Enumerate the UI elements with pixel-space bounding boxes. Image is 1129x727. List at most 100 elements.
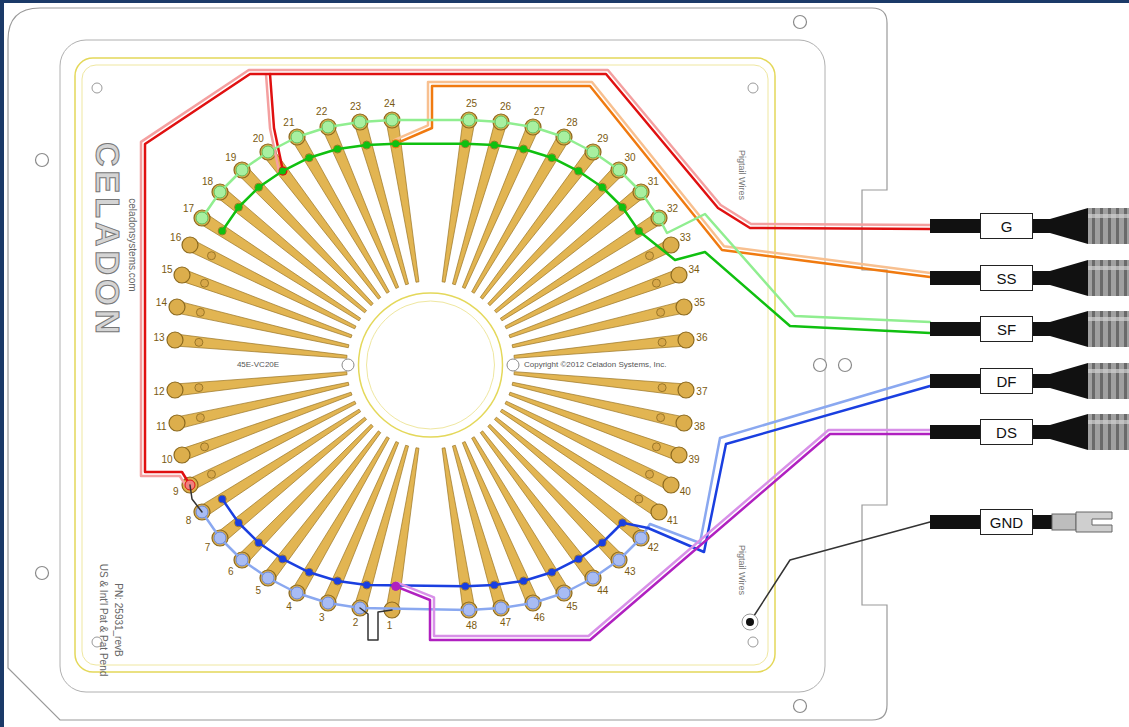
wire-dot bbox=[363, 142, 370, 149]
plug-ridge bbox=[1116, 414, 1119, 450]
pin-pad bbox=[169, 415, 185, 431]
pin-number: 18 bbox=[202, 177, 213, 187]
plug-group bbox=[930, 208, 1129, 532]
pin-pad bbox=[174, 447, 190, 463]
mount-hole bbox=[814, 359, 827, 372]
plug-ridge bbox=[1092, 414, 1095, 450]
cable bbox=[930, 219, 984, 233]
ground-point bbox=[746, 618, 754, 626]
wire-dot bbox=[635, 227, 642, 234]
plug-ridge bbox=[1124, 363, 1127, 399]
pin-pad bbox=[493, 114, 509, 130]
pin-pad bbox=[585, 144, 601, 160]
pin-number: 31 bbox=[648, 177, 659, 187]
pin-number: 47 bbox=[500, 618, 511, 628]
wire-dot bbox=[354, 116, 366, 128]
cable bbox=[930, 271, 984, 285]
wire-dot bbox=[520, 146, 527, 153]
pin-pad bbox=[167, 382, 183, 398]
wire-dot bbox=[255, 184, 262, 191]
pin-pad bbox=[676, 415, 692, 431]
wire-dot bbox=[635, 532, 647, 544]
inner-pad bbox=[646, 470, 654, 478]
pin-pad bbox=[585, 570, 601, 586]
pin-number: 17 bbox=[183, 204, 194, 214]
gold-trace bbox=[176, 382, 349, 429]
pin-pad bbox=[493, 600, 509, 616]
wire-dot bbox=[391, 582, 400, 591]
plug-body bbox=[1088, 414, 1129, 450]
pin-pad bbox=[651, 210, 667, 226]
wire-light bbox=[202, 376, 930, 610]
cable bbox=[1030, 322, 1052, 336]
plug-ridge bbox=[1100, 260, 1103, 296]
pin-pad bbox=[320, 595, 336, 611]
pin-number: 37 bbox=[696, 387, 707, 397]
inner-pad bbox=[196, 414, 204, 422]
pin-number: 41 bbox=[667, 516, 678, 526]
wire-dot bbox=[527, 121, 539, 133]
ground-wire bbox=[750, 522, 930, 622]
wire-dot bbox=[235, 204, 242, 211]
inner-pad bbox=[196, 308, 204, 316]
wire-group bbox=[141, 70, 931, 640]
plug-ridge bbox=[1108, 208, 1111, 244]
pin-number: 46 bbox=[534, 613, 545, 623]
pin-pad bbox=[556, 585, 572, 601]
plug-body bbox=[1088, 363, 1129, 399]
inner-pad bbox=[520, 145, 528, 153]
pin-pad bbox=[194, 210, 210, 226]
pin-number: 27 bbox=[534, 107, 545, 117]
pin-pad bbox=[663, 237, 679, 253]
inner-pad bbox=[201, 279, 209, 287]
connector-label: GND bbox=[980, 509, 1033, 535]
wire-dot bbox=[322, 597, 334, 609]
wire-dot bbox=[613, 164, 625, 176]
plug-ridge bbox=[1116, 208, 1119, 244]
cable bbox=[930, 515, 984, 529]
pin-pad bbox=[556, 129, 572, 145]
pin-number: 3 bbox=[319, 613, 325, 623]
pin-number: 2 bbox=[353, 618, 359, 628]
plug-body bbox=[1088, 311, 1129, 347]
pin-number: 6 bbox=[228, 567, 234, 577]
pin-number: 16 bbox=[170, 233, 181, 243]
wire-light bbox=[397, 430, 930, 636]
pin-pad bbox=[461, 112, 477, 128]
inner-pad bbox=[461, 140, 469, 148]
pin-pad bbox=[320, 119, 336, 135]
plug-ridge bbox=[1124, 208, 1127, 244]
pin-number: 28 bbox=[567, 118, 578, 128]
wire-dark bbox=[145, 74, 930, 485]
pin-pad bbox=[289, 585, 305, 601]
board-hole bbox=[748, 83, 758, 93]
wire-dark bbox=[222, 386, 930, 586]
wire-dark bbox=[396, 434, 930, 640]
pin-number: 48 bbox=[466, 621, 477, 631]
plug-ridge bbox=[1092, 208, 1095, 244]
wire-dot bbox=[255, 539, 262, 546]
plug-ridge bbox=[1108, 363, 1111, 399]
wire-dot bbox=[520, 577, 527, 584]
pin-pad bbox=[182, 237, 198, 253]
plug-ridge bbox=[1124, 414, 1127, 450]
wire-dot bbox=[495, 602, 507, 614]
pin-number: 13 bbox=[154, 333, 165, 343]
wire-dot bbox=[279, 168, 286, 175]
wire-dot bbox=[558, 587, 570, 599]
wire-dot bbox=[392, 140, 399, 147]
pin-pad bbox=[352, 114, 368, 130]
pin-pad bbox=[167, 332, 183, 348]
wire-dot bbox=[575, 555, 582, 562]
plug-ridge bbox=[1108, 260, 1111, 296]
slide-edge bbox=[0, 0, 1129, 3]
wire-dot bbox=[219, 496, 226, 503]
wire-dot bbox=[291, 131, 303, 143]
plug-ridge bbox=[1100, 414, 1103, 450]
wire-dark bbox=[222, 144, 930, 333]
inner-pad bbox=[658, 338, 666, 346]
gold-trace bbox=[512, 301, 685, 348]
brand-logo: CELADON bbox=[91, 142, 125, 338]
pin-number: 23 bbox=[350, 102, 361, 112]
